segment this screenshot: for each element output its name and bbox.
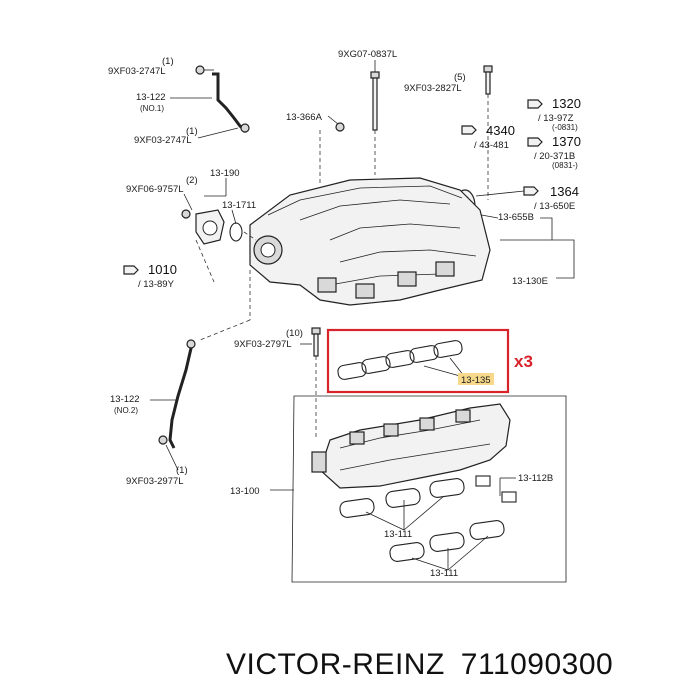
camera-ref-icon — [523, 186, 539, 196]
bracket1-sub: (NO.1) — [140, 104, 164, 113]
bolt-icon — [195, 65, 205, 75]
footer-brand: VICTOR-REINZ 711090300 — [226, 648, 629, 682]
part-112b-label: 13-112B — [518, 473, 553, 484]
long-bolt-icon — [370, 71, 380, 131]
svg-text:/ 13-650E: / 13-650E — [534, 201, 575, 212]
bracket2-label: 13-122 — [110, 394, 140, 405]
part-366a-label: 13-366A — [286, 112, 323, 123]
svg-text:/ 43-481: / 43-481 — [474, 140, 509, 151]
part-655b-label: 13-655B — [498, 212, 534, 223]
part-190-label: 13-190 — [210, 168, 240, 179]
svg-text:1320: 1320 — [552, 96, 581, 111]
highlight-box — [326, 328, 510, 394]
multiplier-label: x3 — [514, 352, 533, 371]
lower-assembly-box — [291, 395, 567, 583]
bolt-ml-label: 9XF03-2797L — [234, 339, 292, 350]
gasket-label-highlight — [458, 373, 494, 385]
upper-intake-manifold — [249, 177, 491, 306]
small-gasket-icon — [475, 475, 491, 487]
svg-text:1364: 1364 — [550, 184, 579, 199]
bolt-bl-qty: (1) — [176, 465, 188, 476]
lower-intake-manifold — [311, 403, 511, 489]
ref-1320-callout: 1320 / 13-97Z (-0831) — [527, 96, 581, 132]
bolt-tl-label: 9XF03-2747L — [108, 66, 166, 77]
bolt-icon — [158, 435, 168, 445]
bolt-tr-qty: (5) — [454, 72, 466, 83]
camera-ref-icon — [461, 125, 477, 135]
bracket-no1-assembly — [170, 65, 250, 139]
bolt-icon — [186, 339, 196, 349]
bolt-l-label: 9XF06-9757L — [126, 184, 184, 195]
bolt-tl2-label: 9XF03-2747L — [134, 135, 192, 146]
camera-ref-icon — [123, 265, 139, 275]
part-number: 711090300 — [460, 648, 614, 681]
gasket-set-135 — [337, 340, 463, 380]
brand-name: VICTOR-REINZ — [226, 648, 445, 681]
gasket-111a-label: 13-111 — [384, 529, 412, 540]
svg-text:/ 13-89Y: / 13-89Y — [138, 279, 175, 290]
bolt-tl2-qty: (1) — [186, 126, 198, 137]
gasket-111b-label: 13-111 — [430, 568, 458, 579]
ref-1364-callout: 1364 / 13-650E — [523, 184, 579, 212]
svg-text:/ 13-97Z: / 13-97Z — [538, 113, 574, 124]
part-130e-label: 13-130E — [512, 276, 548, 287]
bolt-top-label: 9XG07-0837L — [338, 49, 397, 60]
bracket1-label: 13-122 — [136, 92, 166, 103]
svg-text:(-0831): (-0831) — [552, 123, 578, 132]
bolt-ml-qty: (10) — [286, 328, 303, 339]
throttle-sensor-icon — [195, 209, 225, 245]
bolt-bl-label: 9XF03-2977L — [126, 476, 184, 487]
part-1711-label: 13-1711 — [222, 200, 256, 211]
svg-text:/ 20-371B: / 20-371B — [534, 151, 575, 162]
ref-4340-callout: 4340 / 43-481 — [461, 123, 515, 151]
bolt-icon — [311, 327, 321, 357]
svg-text:(0831-): (0831-) — [552, 161, 578, 170]
bracket-no1-shape — [212, 72, 248, 134]
svg-text:1010: 1010 — [148, 262, 177, 277]
stud-icon — [335, 122, 345, 132]
camera-ref-icon — [527, 99, 543, 109]
gasket-135-label: 13-135 — [461, 375, 491, 386]
bolt-tr-label: 9XF03-2827L — [404, 83, 462, 94]
ref-1370-callout: 1370 / 20-371B (0831-) — [527, 134, 581, 170]
bolt-l-qty: (2) — [186, 175, 198, 186]
bolt-tl-qty: (1) — [162, 56, 174, 67]
small-gasket-icon — [501, 491, 517, 503]
part-100-label: 13-100 — [230, 486, 260, 497]
camera-ref-icon — [527, 137, 543, 147]
bolt-icon — [483, 65, 493, 95]
gasket-set-111b — [389, 520, 505, 562]
svg-text:1370: 1370 — [552, 134, 581, 149]
bolt-icon — [240, 123, 250, 133]
o-ring-icon — [229, 222, 243, 242]
bracket-no2-assembly — [158, 339, 196, 449]
bolt-icon — [181, 209, 191, 219]
svg-text:4340: 4340 — [486, 123, 515, 138]
ref-1010-callout: 1010 / 13-89Y — [123, 262, 177, 290]
bracket2-sub: (NO.2) — [114, 406, 138, 415]
